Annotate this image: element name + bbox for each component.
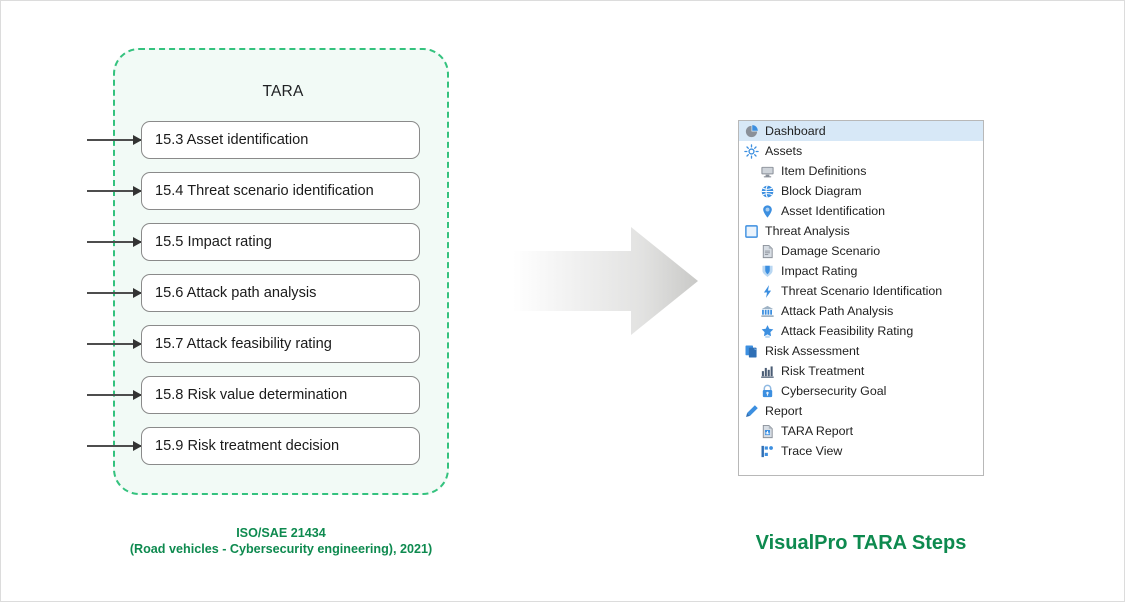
tree-item-damage-scenario[interactable]: Damage Scenario	[739, 241, 983, 261]
iso-step-box[interactable]: 15.3 Asset identification	[141, 121, 420, 159]
pie-chart-icon	[744, 124, 759, 139]
tree-item-label: Dashboard	[765, 124, 826, 138]
tree-item-trace-view[interactable]: Trace View	[739, 441, 983, 461]
tree-item-impact-rating[interactable]: Impact Rating	[739, 261, 983, 281]
tree-item-item-definitions[interactable]: Item Definitions	[739, 161, 983, 181]
location-pin-icon	[760, 204, 775, 219]
tree-item-label: Attack Path Analysis	[781, 304, 894, 318]
step-inbound-arrow	[87, 135, 142, 145]
tree-item-label: Threat Scenario Identification	[781, 284, 943, 298]
step-inbound-arrow	[87, 390, 142, 400]
step-inbound-arrow	[87, 441, 142, 451]
tree-item-label: Damage Scenario	[781, 244, 881, 258]
lightning-bolt-icon	[760, 284, 775, 299]
step-inbound-arrow	[87, 237, 142, 247]
sun-gear-icon	[744, 143, 759, 159]
tree-item-label: Attack Feasibility Rating	[781, 324, 914, 338]
tree-item-label: Trace View	[781, 444, 843, 458]
star-award-icon	[760, 324, 775, 339]
tree-item-asset-identification[interactable]: Asset Identification	[739, 201, 983, 221]
iso-caption: ISO/SAE 21434 (Road vehicles - Cybersecu…	[61, 525, 501, 557]
tree-item-report[interactable]: Report	[739, 401, 983, 421]
tree-item-threat-analysis[interactable]: Threat Analysis	[739, 221, 983, 241]
visualpro-caption: VisualPro TARA Steps	[755, 532, 967, 554]
lock-icon	[760, 384, 775, 399]
iso-step-box[interactable]: 15.9 Risk treatment decision	[141, 427, 420, 465]
tree-item-tara-report[interactable]: TARA Report	[739, 421, 983, 441]
tree-item-attack-feasibility-rating[interactable]: Attack Feasibility Rating	[739, 321, 983, 341]
monitor-icon	[760, 164, 775, 179]
tree-item-label: Block Diagram	[781, 184, 862, 198]
tree-item-label: Report	[765, 404, 803, 418]
square-outline-icon	[744, 224, 759, 239]
tree-item-label: Impact Rating	[781, 264, 858, 278]
tree-item-attack-path-analysis[interactable]: Attack Path Analysis	[739, 301, 983, 321]
step-inbound-arrow	[87, 288, 142, 298]
copy-pages-icon	[744, 344, 759, 359]
tree-item-label: Cybersecurity Goal	[781, 384, 887, 398]
tree-item-label: Assets	[765, 144, 803, 158]
right-block-arrow-icon	[513, 227, 698, 335]
tree-item-cybersecurity-goal[interactable]: Cybersecurity Goal	[739, 381, 983, 401]
tree-item-risk-assessment[interactable]: Risk Assessment	[739, 341, 983, 361]
tree-item-risk-treatment[interactable]: Risk Treatment	[739, 361, 983, 381]
globe-icon	[760, 184, 775, 199]
iso-step-box[interactable]: 15.5 Impact rating	[141, 223, 420, 261]
trace-node-icon	[760, 444, 775, 459]
tree-item-label: TARA Report	[781, 424, 854, 438]
tree-item-label: Risk Treatment	[781, 364, 865, 378]
iso-caption-line-2: (Road vehicles - Cybersecurity engineeri…	[129, 542, 433, 556]
bank-building-icon	[760, 304, 775, 319]
iso-container-title: TARA	[262, 83, 304, 100]
tree-item-threat-scenario-identification[interactable]: Threat Scenario Identification	[739, 281, 983, 301]
tree-item-label: Risk Assessment	[765, 344, 860, 358]
step-inbound-arrow	[87, 186, 142, 196]
iso-step-box[interactable]: 15.6 Attack path analysis	[141, 274, 420, 312]
tree-item-block-diagram[interactable]: Block Diagram	[739, 181, 983, 201]
tree-item-label: Asset Identification	[781, 204, 886, 218]
tree-item-label: Item Definitions	[781, 164, 867, 178]
ribbon-medal-icon	[760, 264, 775, 279]
tree-item-label: Threat Analysis	[765, 224, 850, 238]
document-icon	[760, 244, 775, 259]
report-doc-icon	[760, 424, 775, 439]
step-inbound-arrow	[87, 339, 142, 349]
pencil-icon	[744, 404, 759, 419]
bar-chart-icon	[760, 364, 775, 379]
tree-item-dashboard[interactable]: Dashboard	[739, 121, 983, 141]
iso-step-box[interactable]: 15.4 Threat scenario identification	[141, 172, 420, 210]
tree-item-assets[interactable]: Assets	[739, 141, 983, 161]
iso-step-box[interactable]: 15.7 Attack feasibility rating	[141, 325, 420, 363]
iso-caption-line-1: ISO/SAE 21434	[236, 526, 326, 540]
iso-step-box[interactable]: 15.8 Risk value determination	[141, 376, 420, 414]
